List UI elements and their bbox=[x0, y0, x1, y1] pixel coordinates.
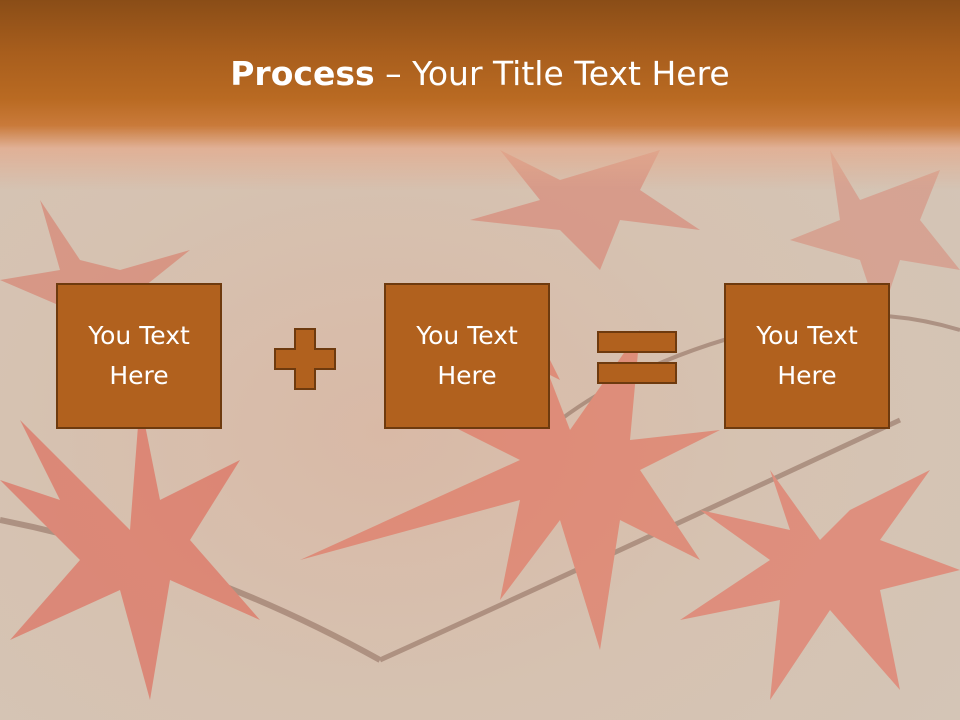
slide-title: Process – Your Title Text Here bbox=[0, 52, 960, 96]
process-box-2[interactable]: You Text Here bbox=[384, 283, 550, 429]
process-box-3[interactable]: You Text Here bbox=[724, 283, 890, 429]
header-band bbox=[0, 0, 960, 190]
process-box-2-text: You Text Here bbox=[416, 321, 518, 390]
title-bold: Process bbox=[230, 54, 375, 93]
process-box-1-text: You Text Here bbox=[88, 321, 190, 390]
plus-icon bbox=[274, 328, 336, 390]
process-box-3-text: You Text Here bbox=[756, 321, 858, 390]
equals-icon bbox=[597, 331, 677, 384]
process-box-1[interactable]: You Text Here bbox=[56, 283, 222, 429]
title-rest: – Your Title Text Here bbox=[374, 54, 730, 93]
